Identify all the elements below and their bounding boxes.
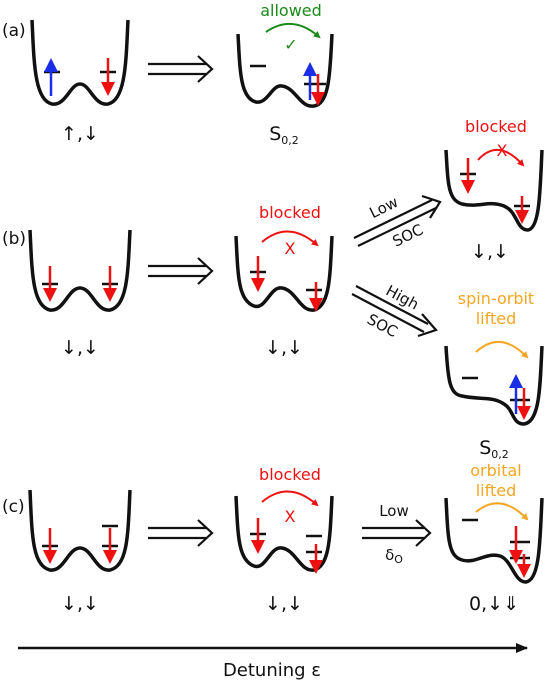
spin-up-arrow [509,374,523,414]
state-a-left: ↑,↓ [61,123,99,145]
spin-down-arrow [103,528,117,564]
double-arrow-c [148,519,214,547]
spin-down-arrow [517,554,531,578]
spin-down-arrow [509,526,523,564]
well-a-left [30,19,130,106]
well-b-lower-right [444,341,544,426]
upper-blocked-note: blocked [465,117,527,136]
row-b-label: (b) [2,229,26,249]
spin-down-arrow [251,518,265,554]
spin-down-arrow [515,196,529,224]
state-b-lower: S0,2 [479,437,509,461]
well-b-upper-right [444,149,544,232]
spin-down-arrow [309,282,323,312]
orbital-note-line2: lifted [476,481,517,500]
spin-down-arrow [461,158,475,194]
well-c-mid [234,490,334,574]
blocked-mark: X [285,239,296,258]
transition-arrow [261,490,319,507]
transition-arrow [477,149,525,167]
blocked-note: blocked [259,465,321,484]
spin-orbit-note-line2: lifted [476,309,517,328]
detuning-axis-label: Detuning ε [223,660,321,681]
well-a-right [236,23,334,108]
spin-down-arrow [311,74,325,106]
low-delta-bottom-label: δO [385,546,403,566]
row-c-label: (c) [2,497,25,517]
high-soc-double-arrow [351,285,438,338]
state-c-right: 0,↓⇓ [469,593,519,615]
spin-up-arrow [303,62,317,100]
spin-down-arrow [517,388,531,420]
low-soc-double-arrow [353,194,442,247]
spin-orbit-note-line1: spin-orbit [458,289,534,308]
double-arrow-a [148,55,214,83]
state-b-mid: ↓,↓ [265,337,303,359]
spin-up-arrow [44,58,58,96]
check-mark: ✓ [284,35,297,54]
orbital-note-line1: orbital [470,461,522,480]
state-b-left: ↓,↓ [61,337,99,359]
transition-arrow [265,23,321,39]
state-c-left: ↓,↓ [61,593,99,615]
transition-arrow [475,502,529,521]
transition-arrow [475,341,529,359]
well-b-left [28,229,132,312]
blocked-note: blocked [259,203,321,222]
high-soc-bottom-label: SOC [364,310,401,341]
transition-arrow [261,230,319,247]
low-soc-bottom-label: SOC [390,220,426,250]
spin-down-arrow [43,266,57,302]
well-c-left [28,489,132,572]
spin-down-arrow [251,256,265,292]
state-b-upper: ↓,↓ [471,241,509,263]
state-c-mid: ↓,↓ [265,593,303,615]
low-delta-top-label: Low [379,502,409,520]
spin-down-arrow [103,266,117,302]
high-soc-top-label: High [383,282,422,314]
well-c-right [444,497,544,584]
blocked-mark: X [285,507,296,526]
upper-blocked-mark: X [497,141,508,160]
row-a-label: (a) [2,21,26,41]
double-arrow-b [148,257,214,285]
well-b-mid [234,230,334,312]
allowed-note: allowed [260,1,322,20]
spin-down-arrow [309,544,323,574]
state-a-right: S0,2 [269,123,299,147]
spin-down-arrow [43,528,57,564]
low-delta-double-arrow [362,519,432,547]
spin-down-arrow [101,58,115,96]
